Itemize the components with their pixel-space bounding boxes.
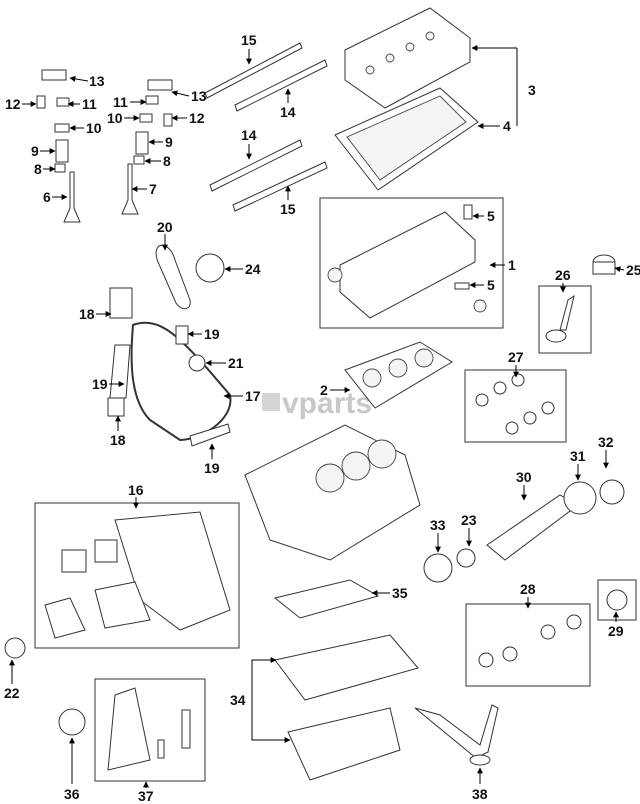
callout-24: 24 bbox=[245, 261, 261, 277]
part-engine-block bbox=[244, 424, 421, 561]
part-oil-strainer bbox=[414, 704, 499, 766]
callout-numbers: 13 12 11 10 9 8 6 13 11 10 12 9 8 7 15 1… bbox=[4, 32, 640, 804]
callout-2: 2 bbox=[320, 382, 328, 398]
part-head-gasket bbox=[344, 341, 453, 409]
part-oil-pan bbox=[274, 634, 419, 781]
box-connecting-rod bbox=[538, 285, 592, 354]
callout-12b: 12 bbox=[189, 110, 205, 126]
part-timing-cover bbox=[44, 511, 231, 639]
callout-3: 3 bbox=[528, 82, 536, 98]
part-crankshaft bbox=[423, 479, 625, 583]
box-thrust-washers bbox=[597, 579, 637, 621]
callout-17: 17 bbox=[245, 388, 261, 404]
callout-36: 36 bbox=[64, 786, 80, 802]
callout-13a: 13 bbox=[89, 73, 105, 89]
callout-9a: 9 bbox=[31, 143, 39, 159]
callout-1: 1 bbox=[508, 257, 516, 273]
part-oil-pump bbox=[58, 687, 191, 771]
part-valve-cover bbox=[344, 7, 471, 109]
callout-16: 16 bbox=[128, 482, 144, 498]
box-oil-pump bbox=[94, 678, 206, 782]
part-front-seal bbox=[4, 637, 26, 659]
callout-7: 7 bbox=[149, 181, 157, 197]
callout-9b: 9 bbox=[165, 134, 173, 150]
part-cover-gasket bbox=[334, 87, 479, 191]
callout-19a: 19 bbox=[204, 326, 220, 342]
part-thrust-washers bbox=[606, 589, 628, 611]
callout-13b: 13 bbox=[191, 88, 207, 104]
part-camshafts bbox=[204, 42, 328, 212]
part-baffle bbox=[273, 579, 380, 619]
callout-34: 34 bbox=[230, 692, 246, 708]
callout-19c: 19 bbox=[204, 460, 220, 476]
callout-11a: 11 bbox=[82, 96, 97, 112]
callout-18b: 18 bbox=[110, 432, 126, 448]
callout-30: 30 bbox=[516, 469, 532, 485]
callout-10a: 10 bbox=[86, 120, 102, 136]
callout-11b: 11 bbox=[113, 94, 128, 110]
callout-18a: 18 bbox=[79, 306, 95, 322]
part-connecting-rod bbox=[545, 294, 575, 343]
watermark-text: vparts bbox=[282, 387, 372, 420]
callout-23: 23 bbox=[461, 512, 477, 528]
watermark-logo: vparts bbox=[262, 387, 372, 420]
callout-10b: 10 bbox=[107, 110, 123, 126]
box-cylinder-head bbox=[319, 197, 504, 329]
part-timing-chain bbox=[107, 244, 232, 447]
callout-38: 38 bbox=[472, 786, 488, 802]
callout-14b: 14 bbox=[241, 127, 257, 143]
callout-6: 6 bbox=[43, 189, 51, 205]
part-rod-bearings bbox=[475, 373, 555, 435]
callout-37: 37 bbox=[138, 788, 154, 804]
callout-8a: 8 bbox=[34, 161, 42, 177]
callout-27: 27 bbox=[508, 349, 524, 365]
callout-26: 26 bbox=[555, 267, 571, 283]
callout-21: 21 bbox=[228, 355, 244, 371]
callout-19b: 19 bbox=[92, 376, 108, 392]
part-piston bbox=[592, 254, 616, 275]
part-cylinder-head bbox=[327, 204, 487, 319]
callout-32: 32 bbox=[598, 434, 614, 450]
callout-20: 20 bbox=[157, 219, 173, 235]
callout-14a: 14 bbox=[280, 104, 296, 120]
callout-5b: 5 bbox=[487, 277, 495, 293]
callout-29: 29 bbox=[608, 623, 624, 639]
callout-12a: 12 bbox=[5, 96, 21, 112]
callout-31: 31 bbox=[570, 448, 586, 464]
callout-33: 33 bbox=[430, 517, 446, 533]
part-main-bearings bbox=[478, 614, 582, 668]
callout-15a: 15 bbox=[241, 32, 257, 48]
callout-35: 35 bbox=[392, 585, 408, 601]
callout-5a: 5 bbox=[487, 208, 495, 224]
callout-8b: 8 bbox=[163, 153, 171, 169]
callout-4: 4 bbox=[503, 118, 511, 134]
callout-22: 22 bbox=[4, 685, 20, 701]
callout-28: 28 bbox=[520, 581, 536, 597]
callout-25: 25 bbox=[626, 262, 640, 278]
part-valve-train bbox=[36, 69, 173, 223]
callout-15b: 15 bbox=[280, 201, 296, 217]
